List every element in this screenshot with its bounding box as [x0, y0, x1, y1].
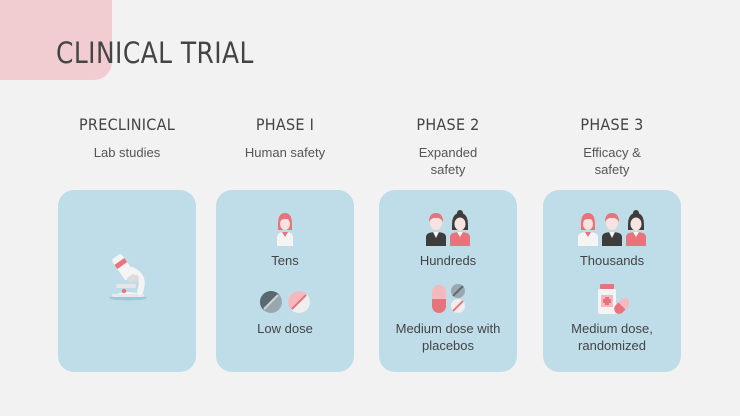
- person-male-icon: [425, 210, 447, 246]
- phase-preclinical-card: [58, 190, 196, 372]
- phase-subtitle: Expanded safety: [418, 145, 478, 177]
- participants-label: Tens: [271, 253, 299, 268]
- dose-label: Medium dose with placebos: [395, 321, 501, 353]
- participants-item: Thousands: [543, 210, 681, 269]
- dose-label: Medium dose, randomized: [571, 321, 653, 353]
- page-title: CLINICAL TRIAL: [56, 36, 254, 70]
- phase-subtitle: Efficacy & safety: [583, 145, 641, 177]
- pill-tablet-icon: [287, 290, 311, 314]
- phase-heading: PRECLINICAL: [78, 115, 176, 134]
- pill-tablet-icon: [450, 284, 466, 314]
- dose-item: Medium dose, randomized: [543, 284, 681, 354]
- pill-tablet-icon: [259, 290, 283, 314]
- microscope-icon: [102, 248, 152, 302]
- phase-2-header: PHASE 2 Expanded safety: [379, 114, 517, 184]
- participants-item: Tens: [216, 210, 354, 269]
- phase-subtitle: Lab studies: [93, 145, 161, 160]
- person-female-icon: [625, 210, 647, 246]
- participants-item: Hundreds: [379, 210, 517, 269]
- participants-label: Hundreds: [419, 253, 477, 268]
- dose-item: Low dose: [216, 288, 354, 337]
- phase-heading: PHASE 3: [580, 115, 644, 134]
- phase-3-card: Thousands Medium dose, randomized: [543, 190, 681, 372]
- dose-label: Low dose: [257, 321, 313, 336]
- participants-label: Thousands: [579, 253, 645, 268]
- person-female-icon: [449, 210, 471, 246]
- person-male-icon: [601, 210, 623, 246]
- capsule-icon: [431, 284, 447, 314]
- dose-item: Medium dose with placebos: [379, 284, 517, 354]
- phase-heading: PHASE I: [255, 115, 315, 134]
- corner-decoration: [0, 0, 112, 80]
- person-female-icon: [577, 210, 599, 246]
- phase-preclinical-header: PRECLINICAL Lab studies: [58, 114, 196, 184]
- phase-2-card: Hundreds Medium dose with placebos: [379, 190, 517, 372]
- phase-1-card: Tens Low dose: [216, 190, 354, 372]
- phase-1-header: PHASE I Human safety: [216, 114, 354, 184]
- medicine-bottle-icon: [595, 284, 629, 314]
- phase-3-header: PHASE 3 Efficacy & safety: [543, 114, 681, 184]
- phase-heading: PHASE 2: [416, 115, 480, 134]
- person-female-icon: [275, 210, 295, 246]
- phase-subtitle: Human safety: [244, 145, 326, 160]
